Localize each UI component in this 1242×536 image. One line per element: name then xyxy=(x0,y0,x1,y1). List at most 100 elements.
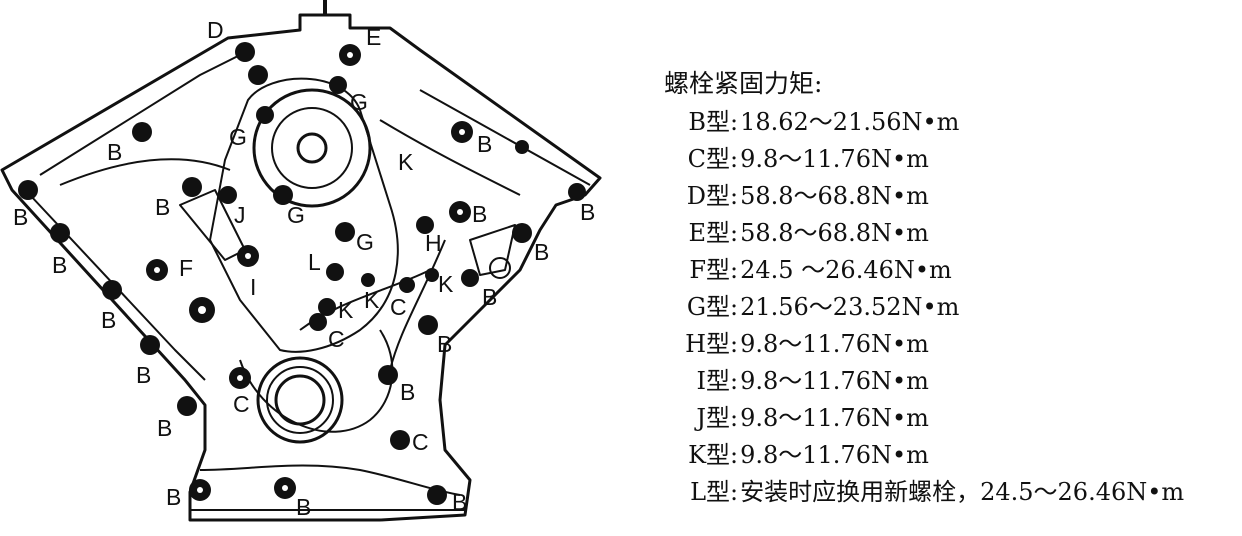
bolt-type: F型 xyxy=(689,256,730,284)
crank-seal-mid xyxy=(266,366,334,434)
torque-value: 21.56～23.52N•m xyxy=(740,293,960,321)
cover-bottom-rim xyxy=(190,464,465,511)
bolt-label-c: C xyxy=(328,326,345,352)
torque-row-b: B型:18.62～21.56N•m xyxy=(664,104,1239,141)
bolt xyxy=(273,185,293,205)
bolt-type: G型 xyxy=(686,293,730,321)
torque-row-j: J型:9.8～11.76N•m xyxy=(664,400,1239,437)
bolt-label-k: K xyxy=(364,287,380,313)
bolt xyxy=(326,263,344,281)
bolt-type: E型 xyxy=(688,219,730,247)
bolt-label-c: C xyxy=(233,391,250,417)
torque-value: 9.8～11.76N•m xyxy=(740,145,929,173)
idler-pulley xyxy=(489,257,511,279)
bolt xyxy=(418,315,438,335)
bolt-label-b: B xyxy=(452,489,467,515)
bolt-type: B型 xyxy=(688,108,730,136)
bolt-label-c: C xyxy=(390,294,407,320)
bolt-label-g: G xyxy=(287,202,305,228)
bolt-label-g: G xyxy=(350,89,368,115)
bolt-type: K型 xyxy=(688,441,730,469)
bolt-label-b: B xyxy=(107,139,122,165)
torque-row-d: D型:58.8～68.8N•m xyxy=(664,178,1239,215)
bolt xyxy=(318,298,336,316)
bolt xyxy=(256,106,274,124)
bolt xyxy=(18,180,38,200)
bolt xyxy=(102,280,122,300)
bolt xyxy=(568,183,586,201)
torque-row-h: H型:9.8～11.76N•m xyxy=(664,326,1239,363)
bolt-type: C型 xyxy=(687,145,730,173)
cam-pulley-mid xyxy=(271,107,353,189)
bolt-label-b: B xyxy=(482,284,497,310)
bolt-label-b: B xyxy=(580,199,595,225)
torque-value: 9.8～11.76N•m xyxy=(740,367,929,395)
torque-row-g: G型:21.56～23.52N•m xyxy=(664,289,1239,326)
torque-value: 安装时应换用新螺栓，24.5～26.46N•m xyxy=(740,478,1185,506)
bolt-label-i: I xyxy=(250,274,256,300)
torque-row-f: F型:24.5 ～26.46N•m xyxy=(664,252,1239,289)
bolt-label-k: K xyxy=(398,149,414,175)
torque-spec-panel: 螺栓紧固力矩: B型:18.62～21.56N•m C型:9.8～11.76N•… xyxy=(664,66,1239,511)
bolt-label-g: G xyxy=(229,124,247,150)
bolt-label-k: K xyxy=(438,271,454,297)
bolt-label-c: B xyxy=(296,494,311,520)
bolt-type: J型 xyxy=(696,404,730,432)
timing-cover-diagram: D E G G B B K B B B J G G H B B F I L K … xyxy=(0,0,602,522)
torque-value: 58.8～68.8N•m xyxy=(740,182,929,210)
bolt xyxy=(132,122,152,142)
torque-value: 24.5 ～26.46N•m xyxy=(740,256,952,284)
torque-row-l: L型:安装时应换用新螺栓，24.5～26.46N•m xyxy=(664,474,1239,511)
bolt-label-b: B xyxy=(136,362,151,388)
bolt xyxy=(416,216,434,234)
bolt-label-h: H xyxy=(425,230,442,256)
bolt-type: H型 xyxy=(685,330,730,358)
bolt-type: I型 xyxy=(696,367,730,395)
bolt xyxy=(140,335,160,355)
bolt xyxy=(309,313,327,331)
cover-outline xyxy=(0,13,602,522)
torque-value: 9.8～11.76N•m xyxy=(740,404,929,432)
bolt xyxy=(182,177,202,197)
torque-value: 9.8～11.76N•m xyxy=(740,330,929,358)
torque-row-i: I型:9.8～11.76N•m xyxy=(664,363,1239,400)
bolt-type: D型 xyxy=(686,182,730,210)
bolt-label-b: B xyxy=(166,484,181,510)
torque-value: 9.8～11.76N•m xyxy=(740,441,929,469)
bolt xyxy=(425,268,439,282)
torque-spec-title: 螺栓紧固力矩: xyxy=(664,69,823,98)
cover-inner-right xyxy=(379,89,591,371)
bolt-label-b: B xyxy=(155,194,170,220)
bolt xyxy=(390,430,410,450)
cam-pulley-outer xyxy=(252,88,372,208)
bolt xyxy=(427,485,447,505)
bolt xyxy=(361,273,375,287)
bolt-label-f: F xyxy=(179,255,193,281)
bolt xyxy=(235,42,255,62)
torque-row-c: C型:9.8～11.76N•m xyxy=(664,141,1239,178)
right-bracket xyxy=(469,224,516,276)
bolt-label-k: K xyxy=(338,297,354,323)
bolt-label-b: B xyxy=(534,239,549,265)
crank-seal-outer xyxy=(256,356,344,444)
torque-row-k: K型:9.8～11.76N•m xyxy=(664,437,1239,474)
bolt-type: L型 xyxy=(690,478,730,506)
cover-inner-left xyxy=(29,54,241,381)
torque-value: 58.8～68.8N•m xyxy=(740,219,929,247)
bolt xyxy=(515,140,529,154)
bolt-label-g: G xyxy=(356,229,374,255)
bolt-label-b: C xyxy=(412,429,429,455)
bolt-label-b: B xyxy=(477,131,492,157)
bolt-label-b: B xyxy=(437,331,452,357)
bolt xyxy=(219,186,237,204)
bolt xyxy=(50,223,70,243)
bolt-label-b: B xyxy=(101,307,116,333)
bolt-label-b: B xyxy=(157,415,172,441)
torque-row-e: E型:58.8～68.8N•m xyxy=(664,215,1239,252)
torque-value: 18.62～21.56N•m xyxy=(740,108,960,136)
bolt xyxy=(461,269,479,287)
bolt xyxy=(335,222,355,242)
bolt-label-b: B xyxy=(472,201,487,227)
bolt xyxy=(378,365,398,385)
cam-pulley-hub xyxy=(296,132,328,164)
